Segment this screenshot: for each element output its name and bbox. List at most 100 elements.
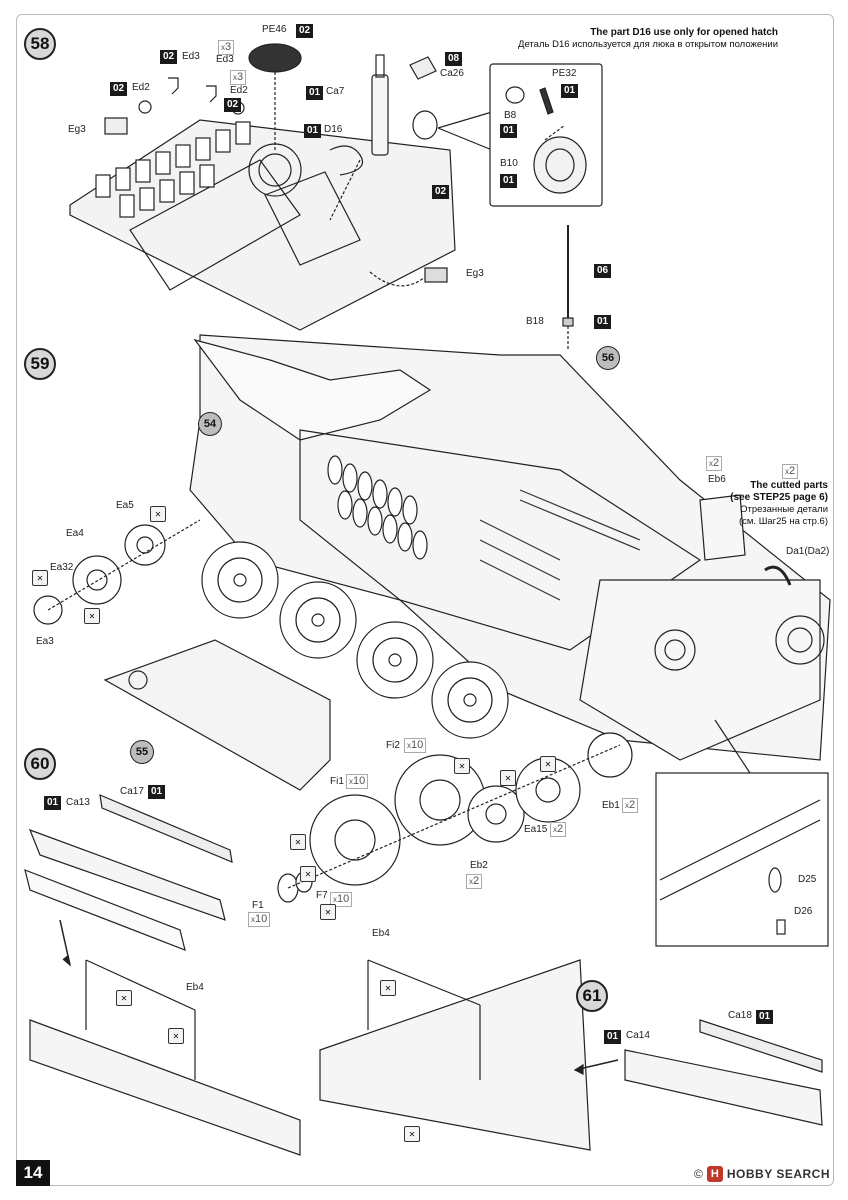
note-cut-parts: The cutted parts (see STEP25 page 6) Отр… [730, 480, 828, 528]
glue-icon: ✕ [500, 770, 516, 786]
step-60: 60 [24, 748, 56, 780]
label-fi2: Fi2 [386, 740, 400, 751]
label-f1: F1 [252, 900, 264, 911]
sprue-ca17: 01 [148, 785, 166, 799]
label-d16: D16 [324, 124, 343, 135]
sprue-ca13: 01 [44, 796, 62, 810]
glue-icon: ✕ [300, 866, 316, 882]
sprue-ed2b: 02 [224, 98, 242, 112]
label-pe46: PE46 [262, 24, 287, 35]
mult-fi2: x10 [404, 738, 427, 753]
label-eb6: Eb6 [708, 474, 726, 485]
label-eg3a: Eg3 [68, 124, 86, 135]
subassembly-56: 56 [596, 346, 620, 370]
glue-icon: ✕ [320, 904, 336, 920]
glue-icon: ✕ [116, 990, 132, 1006]
sprue-ca7: 01 [306, 86, 324, 100]
note-d16: The part D16 use only for opened hatch Д… [518, 27, 778, 51]
label-fi1: Fi1 [330, 776, 344, 787]
label-da1: Da1(Da2) [786, 546, 830, 557]
step-58: 58 [24, 28, 56, 60]
mult-ea15: x2 [550, 822, 567, 837]
label-ea32: Ea32 [50, 562, 74, 573]
label-pe32: PE32 [552, 68, 577, 79]
label-ca26: Ca26 [440, 68, 464, 79]
note-d16-en: The part D16 use only for opened hatch [590, 27, 778, 38]
note-cut-ru2: (см. Шаг25 на стр.6) [738, 516, 828, 527]
label-ca18: Ca18 [728, 1010, 752, 1021]
mult-fi1: x10 [346, 774, 369, 789]
mult-eb2: x2 [466, 874, 483, 889]
label-f7: F7 [316, 890, 328, 901]
label-ed3b: Ed3 [216, 54, 234, 65]
label-ca13: Ca13 [66, 797, 90, 808]
note-cut-en1: The cutted parts [750, 480, 828, 491]
sprue-b10: 01 [500, 174, 518, 188]
label-ed3a: Ed3 [182, 51, 200, 62]
glue-icon: ✕ [84, 608, 100, 624]
label-ea4: Ea4 [66, 528, 84, 539]
mult-ed3-value: 3 [225, 41, 232, 53]
hobby-search-logo-icon: H [706, 1166, 723, 1182]
step-61: 61 [576, 980, 608, 1012]
label-eg3b: Eg3 [466, 268, 484, 279]
sprue-antenna: 06 [594, 264, 612, 278]
label-ca17: Ca17 [120, 786, 144, 797]
page-number: 14 [16, 1160, 50, 1186]
label-ea3: Ea3 [36, 636, 54, 647]
watermark-trademark: © [694, 1167, 703, 1181]
mult-f7-value: 10 [337, 893, 350, 905]
label-ed2b: Ed2 [230, 85, 248, 96]
mult-eb2-value: 2 [473, 875, 480, 887]
sprue-ed3a: 02 [160, 50, 178, 64]
sprue-pe46: 02 [296, 24, 314, 38]
mult-f7: x10 [330, 892, 353, 907]
mult-eb1: x2 [622, 798, 639, 813]
label-eb2: Eb2 [470, 860, 488, 871]
glue-icon: ✕ [290, 834, 306, 850]
label-eb4a: Eb4 [186, 982, 204, 993]
subassembly-55: 55 [130, 740, 154, 764]
label-d25: D25 [798, 874, 817, 885]
label-ca7: Ca7 [326, 86, 345, 97]
note-cut-en2: (see STEP25 page 6) [730, 492, 828, 503]
glue-icon: ✕ [380, 980, 396, 996]
sprue-ca26: 08 [445, 52, 463, 66]
sprue-d16: 01 [304, 124, 322, 138]
glue-icon: ✕ [454, 758, 470, 774]
label-ea15: Ea15 [524, 824, 548, 835]
mult-cut-value: 2 [789, 465, 796, 477]
page-frame [16, 14, 834, 1186]
sprue-b18: 01 [594, 315, 612, 329]
label-d26: D26 [794, 906, 813, 917]
label-eb1: Eb1 [602, 800, 620, 811]
mult-cut: x2 [782, 464, 799, 479]
label-b18: B18 [526, 316, 544, 327]
mult-ed2-value: 3 [237, 71, 244, 83]
mult-f1: x10 [248, 912, 271, 927]
label-ed2a: Ed2 [132, 82, 150, 93]
label-ea5: Ea5 [116, 500, 134, 511]
note-cut-ru1: Отрезанные детали [740, 504, 828, 515]
mult-f1-value: 10 [255, 913, 268, 925]
sprue-ed2a: 02 [110, 82, 128, 96]
sprue-ca18: 01 [756, 1010, 774, 1024]
subassembly-54: 54 [198, 412, 222, 436]
note-d16-ru: Деталь D16 используется для люка в откры… [518, 39, 778, 50]
label-b8: B8 [504, 110, 517, 121]
label-b10: B10 [500, 158, 518, 169]
mult-fi2-value: 10 [411, 739, 424, 751]
mult-eb1-value: 2 [629, 799, 636, 811]
mult-eb6-value: 2 [713, 457, 720, 469]
sprue-ca14: 01 [604, 1030, 622, 1044]
label-eb4b: Eb4 [372, 928, 390, 939]
glue-icon: ✕ [150, 506, 166, 522]
sprue-pe32: 01 [561, 84, 579, 98]
glue-icon: ✕ [32, 570, 48, 586]
glue-icon: ✕ [540, 756, 556, 772]
mult-eb6: x2 [706, 456, 723, 471]
watermark: © H HOBBY SEARCH [694, 1166, 830, 1182]
sprue-b8: 01 [500, 124, 518, 138]
glue-icon: ✕ [404, 1126, 420, 1142]
